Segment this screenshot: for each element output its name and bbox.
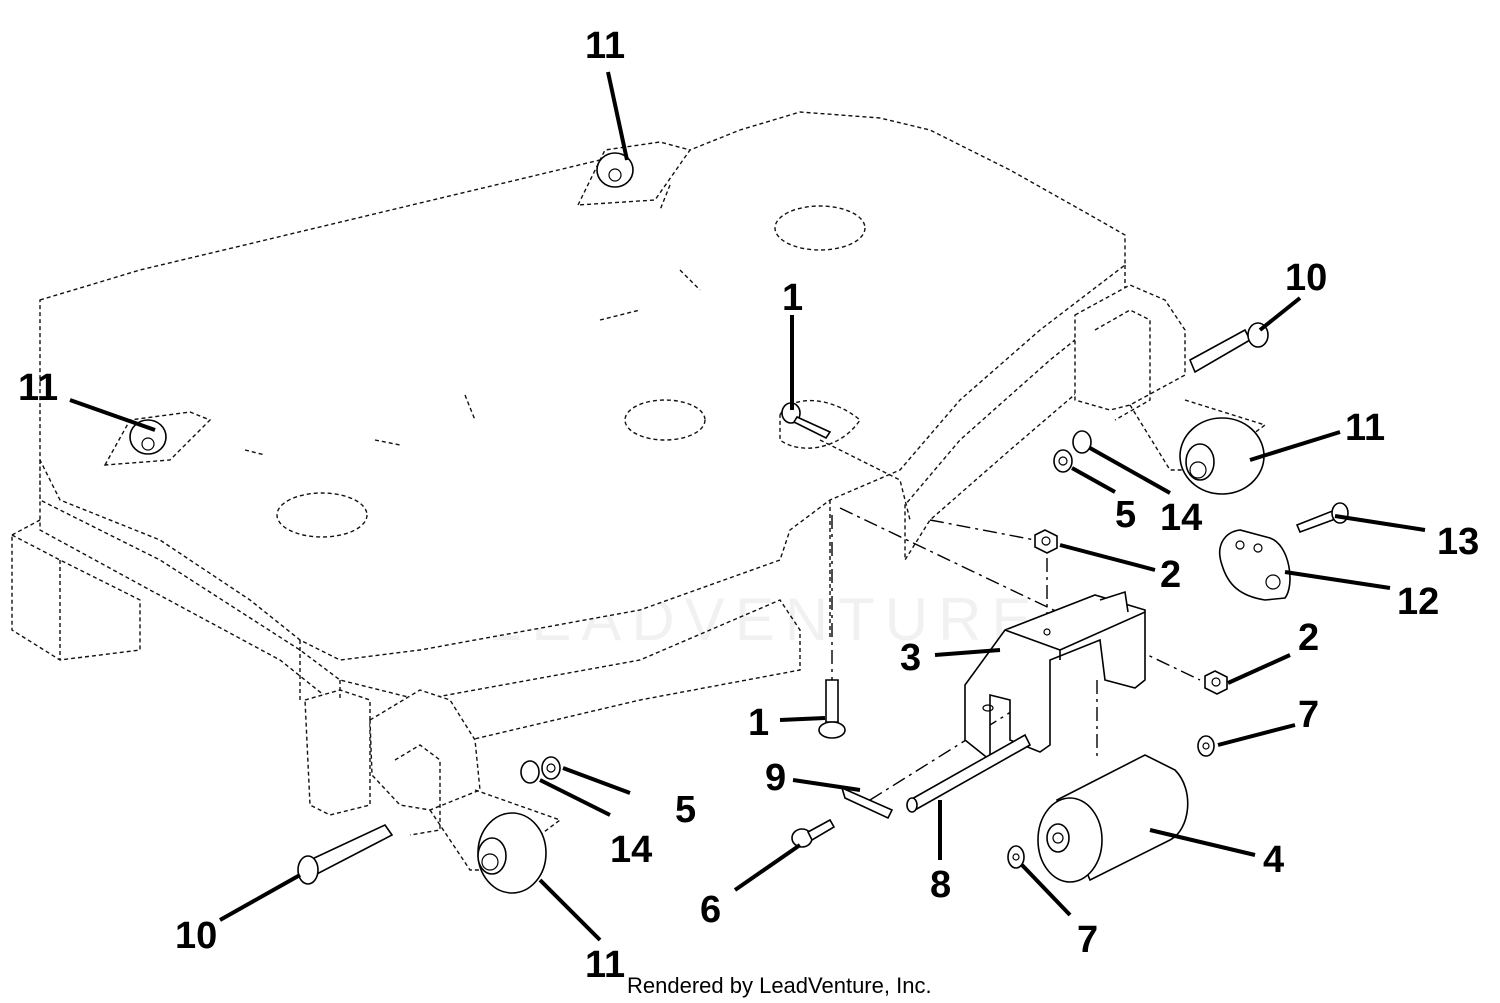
wheel-left [477,812,547,894]
callout-2-upper: 2 [1160,554,1181,596]
callout-14-right: 14 [1160,497,1202,539]
bolt-1-bottom [818,679,846,739]
anti-scalp-mount-plate [779,399,861,449]
callout-12: 12 [1397,581,1439,623]
callout-1-top: 1 [782,277,803,319]
washer-nut-left [520,756,561,784]
roller-4 [1037,754,1189,883]
deck-front-skirt [39,460,801,741]
callout-7-lower: 7 [1077,919,1098,961]
roller-bracket-3 [964,590,1146,762]
washer-nut-right [1053,430,1092,473]
spindle-hole-right [774,205,866,251]
wheel-right [1179,417,1265,495]
bolt-10-left [297,823,394,885]
spindle-hole-center [624,399,706,441]
callout-9: 9 [765,757,786,799]
mower-deck [11,111,1126,816]
washer-7-lower [1007,845,1025,869]
nut-2-upper [1034,529,1058,554]
callout-8: 8 [930,864,951,906]
callout-5-left: 5 [675,789,696,831]
leader-lines [69,71,1426,942]
callout-1-bottom: 1 [748,702,769,744]
deck-bracket-left-edge [299,640,341,700]
deck-left-end-face [11,519,61,660]
callout-10-right: 10 [1285,257,1327,299]
hidden-mounting-lines [819,439,911,640]
callout-11-top: 11 [585,25,625,67]
nut-2-lower [1204,670,1228,695]
callout-labels: 11 11 11 11 1 1 10 10 5 5 14 14 13 12 2 … [18,25,1479,986]
deck-wheel-left [103,411,212,466]
callout-5-right: 5 [1115,494,1136,536]
callout-11-bottom: 11 [585,944,625,986]
deck-wheel-top [576,141,692,206]
deck-top-surface [39,111,1126,661]
callout-11-right: 11 [1345,407,1385,449]
washer-7-upper [1197,735,1215,757]
bolt-1-top [781,402,832,440]
callout-10-left: 10 [175,915,217,957]
rendered-by-footer: Rendered by LeadVenture, Inc. [627,973,932,998]
deck-left-end-block [11,533,141,661]
hanger-bracket-left [369,689,562,871]
callout-6: 6 [700,889,721,931]
deck-slots [244,184,701,456]
callout-7-upper: 7 [1298,694,1319,736]
callout-4: 4 [1263,839,1284,881]
deck-front-bracket [304,689,371,816]
callout-3: 3 [900,637,921,679]
callout-11-left: 11 [18,367,58,409]
callout-14-left: 14 [610,829,652,871]
shaft-8 [906,733,1032,813]
bolt-10-right [1188,322,1269,374]
callout-13: 13 [1437,521,1479,563]
deck-side-skirt-right [904,265,1126,563]
spindle-hole-left [276,492,368,538]
plate-12 [1218,529,1291,601]
callout-2-lower: 2 [1298,617,1319,659]
screw-6 [791,818,836,848]
pin-9 [840,786,894,820]
